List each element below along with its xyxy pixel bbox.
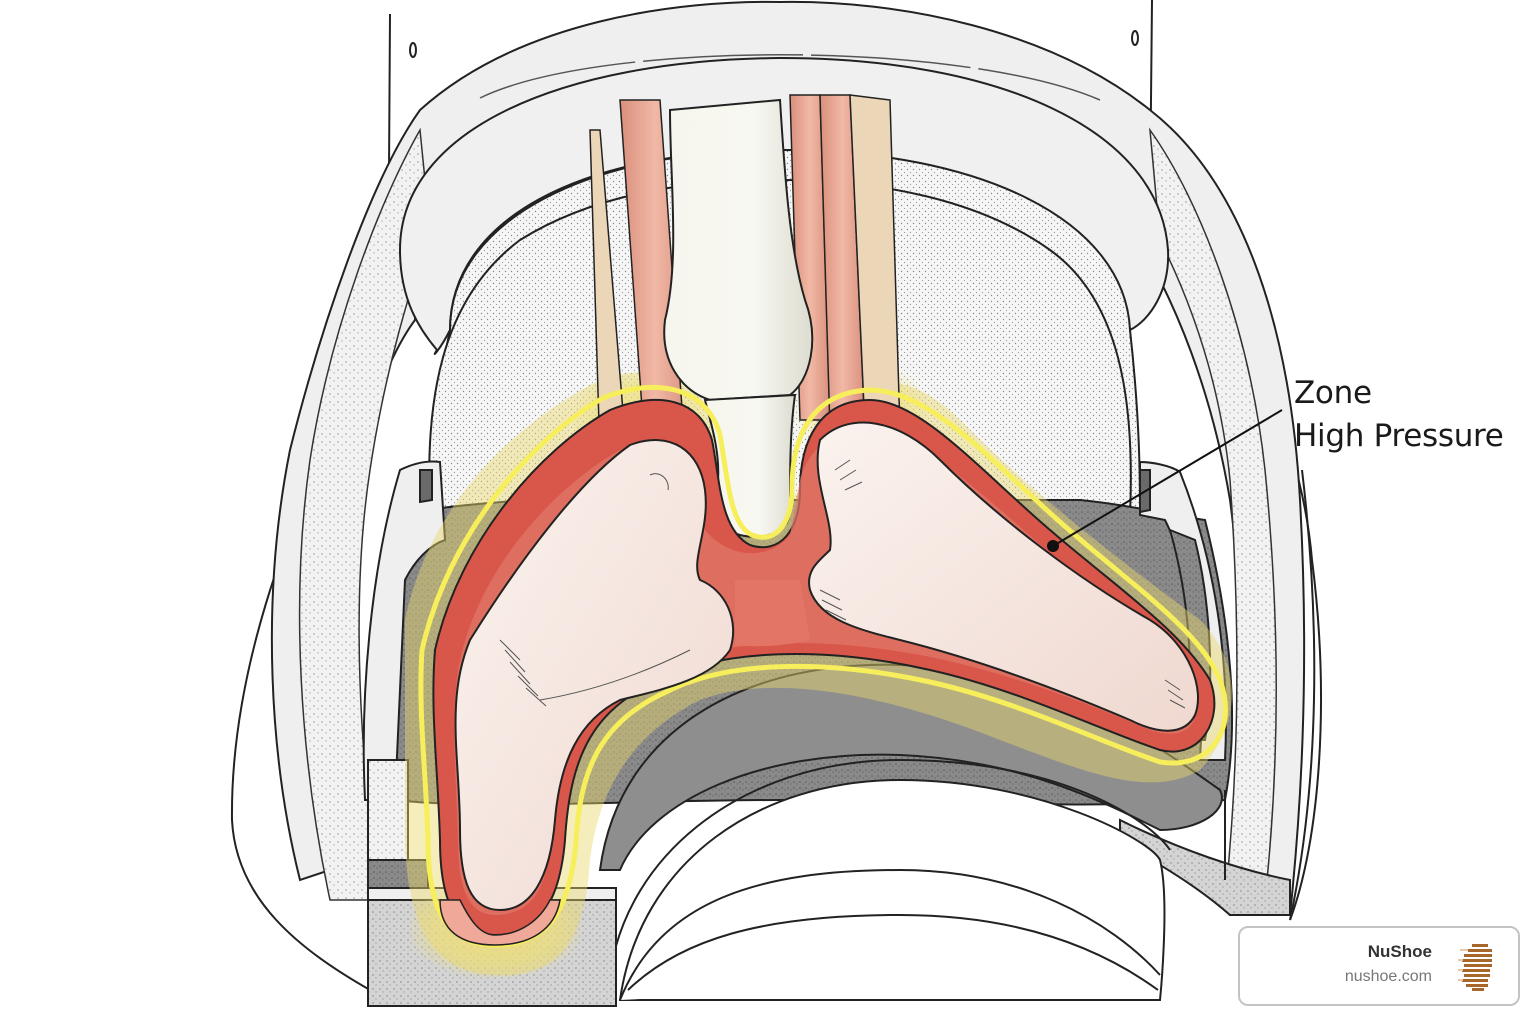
brand-name: NuShoe xyxy=(1367,942,1432,961)
joint-pad xyxy=(735,580,810,647)
outsole xyxy=(607,758,1171,1001)
label-line-high-pressure: High Pressure xyxy=(1294,418,1504,454)
side-padding-left xyxy=(298,127,431,901)
label-line-zone: Zone xyxy=(1294,375,1372,411)
brand-watermark-card[interactable]: NuShoe nushoe.com xyxy=(1238,926,1520,1006)
heel-pad xyxy=(439,899,561,946)
high-pressure-zone-label: Zone High Pressure xyxy=(1294,372,1504,458)
annotation-leader xyxy=(1047,409,1283,552)
arch-support-gray xyxy=(598,663,1223,871)
brand-url-link[interactable]: nushoe.com xyxy=(1344,968,1432,985)
left-bone xyxy=(454,439,735,912)
bone-texture xyxy=(499,459,1186,709)
foot-stripes-logo-icon xyxy=(1458,944,1492,991)
pressure-point-marker xyxy=(1047,540,1059,552)
left-side-structure xyxy=(362,460,447,891)
talus-neck xyxy=(703,393,797,538)
right-bone xyxy=(808,421,1199,732)
